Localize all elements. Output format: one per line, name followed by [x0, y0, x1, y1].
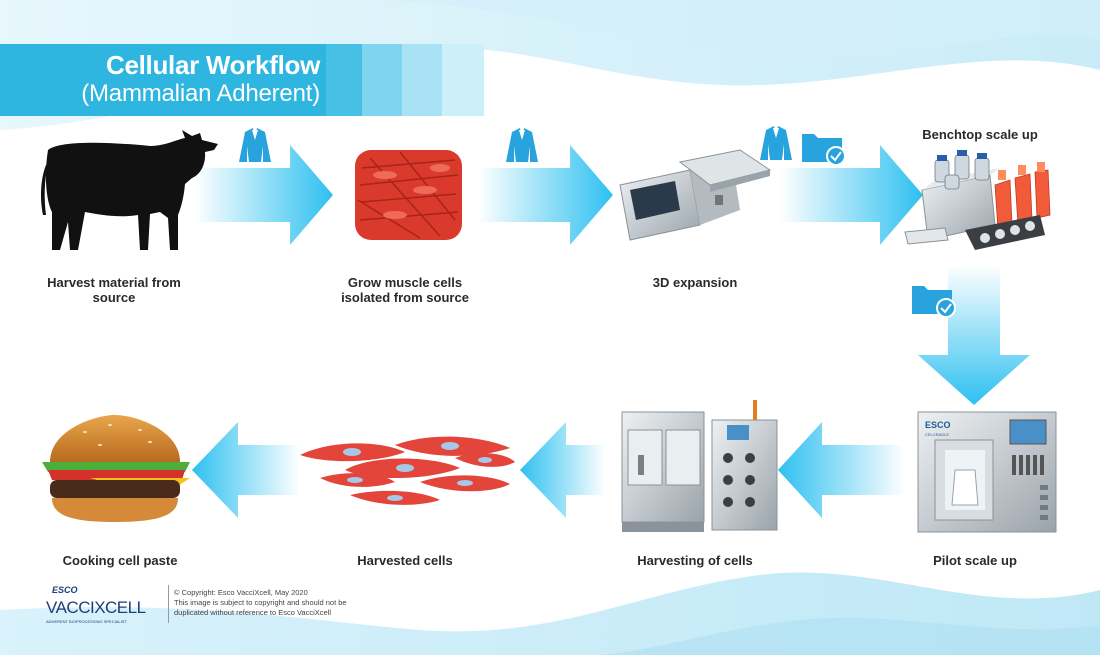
copyright-line: This image is subject to copyright and s…	[174, 598, 347, 607]
lab-coat-icon	[239, 128, 271, 162]
step-label-harvested: Harvested cells	[357, 553, 453, 568]
brand-main: VACCIXCELL	[46, 598, 146, 617]
arrow-right-2	[478, 145, 613, 245]
harvesting-machine-icon	[621, 400, 778, 532]
shaker-instrument-icon	[619, 149, 772, 241]
brand-logo: ESCO VACCIXCELL ADHERENT BIOPROCESSING S…	[46, 585, 146, 624]
lab-coat-icon	[506, 128, 538, 162]
step-label-harvesting: Harvesting of cells	[637, 553, 753, 568]
step-label-harvest: Harvest material from source	[47, 275, 181, 305]
copyright-line: duplicated without reference to Esco Vac…	[174, 608, 332, 617]
cow-icon	[41, 130, 219, 250]
pilot-cabinet-icon: ESCO CELCRADLE	[917, 411, 1057, 533]
title-banner	[0, 44, 484, 116]
title-subtitle: (Mammalian Adherent)	[81, 80, 320, 107]
step-label-cooking: Cooking cell paste	[62, 553, 178, 568]
arrow-left-2	[520, 422, 605, 518]
folder-check-icon	[802, 134, 846, 166]
lab-coat-icon	[760, 126, 792, 160]
harvested-cells-icon	[300, 436, 515, 505]
arrow-left-1	[778, 422, 905, 518]
arrow-right-1	[195, 145, 333, 245]
device-brand: ESCO	[925, 420, 951, 430]
arrow-left-3	[192, 422, 300, 518]
brand-tagline: ADHERENT BIOPROCESSING SPECIALIST	[46, 619, 127, 624]
step-label-pilot: Pilot scale up	[933, 553, 1017, 568]
title-main: Cellular Workflow	[105, 50, 320, 80]
copyright-notice: © Copyright: Esco VacciXcell, May 2020 T…	[174, 588, 347, 618]
bioreactor-bench-icon	[904, 150, 1051, 250]
burger-icon	[42, 415, 190, 522]
page-title: Cellular Workflow (Mammalian Adherent)	[81, 50, 320, 108]
arrow-right-3	[780, 145, 923, 245]
brand-top: ESCO	[52, 585, 78, 595]
device-model: CELCRADLE	[925, 432, 949, 437]
arrow-down	[918, 265, 1030, 405]
step-label-expansion: 3D expansion	[652, 275, 738, 290]
step-label-grow: Grow muscle cells isolated from source	[341, 275, 469, 305]
footer-divider	[168, 585, 169, 623]
folder-check-icon	[912, 286, 956, 318]
copyright-line: © Copyright: Esco VacciXcell, May 2020	[174, 588, 308, 597]
step-label-benchtop: Benchtop scale up	[922, 127, 1038, 142]
muscle-cells-icon	[355, 150, 462, 240]
